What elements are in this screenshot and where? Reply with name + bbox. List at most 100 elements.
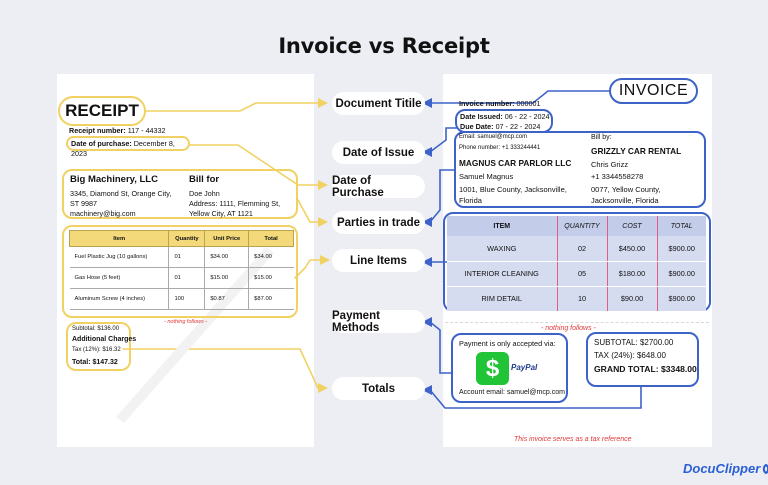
connector-receipt-items [294,259,321,279]
receipt-nothing-follows: - nothing follows - [164,319,208,325]
receipt-tax: Tax (12%): $16.32 [72,347,121,353]
receipt-number: Receipt number: 117 - 44332 [69,126,166,136]
table-cell: Aluminum Screw (4 inches) [69,288,169,310]
invoice-title: INVOICE [609,78,698,104]
table-row: Aluminum Screw (4 inches) 100 $0.87 $87.… [69,288,294,310]
receipt-seller-address: 3345, Diamond St, Orange City, ST 9987 [70,189,172,208]
paypal-logo: PayPal [511,363,538,372]
receipt-bill-for-label: Bill for [189,174,220,185]
table-cell: $15.00 [248,267,294,289]
connector-invoice-title [430,90,610,104]
invoice-number: Invoice number: 000001 [459,99,541,109]
page-title: Invoice vs Receipt [278,34,490,58]
table-cell: WAXING [447,236,557,262]
receipt-col-unit-price: Unit Price [204,230,250,247]
connector-invoice-totals [429,386,642,409]
receipt-seller-email: machinery@big.com [70,209,136,218]
invoice-due-date-label: Due Date: [460,122,494,131]
invoice-tax: TAX (24%): $648.00 [594,351,666,360]
receipt-date-value: December 8, 2023 [71,139,175,158]
invoice-dates-box: Date Issued: 06 - 22 - 2024 Due Date: 07… [455,109,553,133]
label-line-items: Line Items [332,249,425,272]
table-row: INTERIOR CLEANING 05 $180.00 $900.00 [447,261,706,287]
receipt-col-item: Item [68,230,170,247]
docuclipper-logo: DocuClipper [683,461,768,476]
invoice-nothing-follows: - nothing follows - [541,325,596,332]
connector-invoice-date [429,127,458,153]
table-row: RIM DETAIL 10 $90.00 $900.00 [447,286,706,312]
label-totals: Totals [332,377,425,400]
invoice-buyer-phone: +1 3344558278 [591,172,644,181]
label-date-of-purchase: Date of Purchase [332,175,425,199]
table-cell: $900.00 [656,286,706,312]
receipt-table: Item Quantity Unit Price Total Fuel Plas… [68,230,294,310]
label-payment-methods: Payment Methods [332,310,425,334]
receipt-col-total: Total [248,230,294,247]
invoice-buyer-address: 0077, Yellow County, Jacksonville, Flori… [591,185,661,205]
invoice-email: Email: samuel@mcp.com [459,134,528,140]
label-date-of-issue: Date of Issue [332,141,425,164]
table-cell: 01 [168,267,205,289]
clip-icon [760,462,768,475]
receipt-subtotal: Subtotal: $136.00 [72,326,120,332]
receipt-date-box: Date of purchase: December 8, 2023 [66,136,190,158]
receipt-number-label: Receipt number: [69,126,126,135]
connector-receipt-date [189,144,319,186]
invoice-table: ITEM QUANTITY COST TOTAL WAXING 02 $450.… [447,216,706,312]
invoice-tax-reference: This invoice serves as a tax reference [514,436,632,443]
receipt-date-label: Date of purchase: [71,139,132,148]
invoice-seller-contact: Samuel Magnus [459,172,514,181]
receipt-buyer-address: Address: 1111, Flemming St, Yellow City,… [189,199,281,218]
invoice-due-date-value: 07 - 22 - 2024 [495,122,541,131]
table-row: Fuel Plastic Jug (10 gallons) 01 $34.00 … [69,246,294,268]
connector-invoice-parties [429,169,456,223]
table-cell: INTERIOR CLEANING [447,261,557,287]
brand-name: DocuClipper [683,461,761,476]
invoice-parties-box [454,131,706,208]
table-cell: 10 [556,286,607,312]
receipt-seller-name: Big Machinery, LLC [70,174,158,185]
receipt-buyer-name: Doe John [189,189,220,198]
receipt-title: RECEIPT [58,96,146,126]
invoice-buyer-contact: Chris Grizz [591,160,629,169]
table-cell: $34.00 [204,246,249,268]
invoice-date-issued-value: 06 - 22 - 2024 [504,112,550,121]
invoice-col-quantity: QUANTITY [556,216,607,236]
receipt-line-items-box [62,225,298,318]
label-parties-in-trade: Parties in trade [332,211,425,234]
table-cell: 02 [556,236,607,262]
invoice-divider [445,322,709,323]
invoice-payment-box [451,333,568,403]
table-row: WAXING 02 $450.00 $900.00 [447,236,706,262]
invoice-seller-address: 1001, Blue County, Jacksonville, Florida [459,185,567,205]
invoice-buyer-name: GRIZZLY CAR RENTAL [591,146,682,156]
receipt-additional-charges: Additional Charges [72,336,137,343]
table-row: Gas Hose (5 feet) 01 $15.00 $15.00 [69,267,294,289]
invoice-number-label: Invoice number: [459,99,515,108]
invoice-line-items-box [443,212,711,312]
table-cell: 05 [556,261,607,287]
invoice-totals-box [586,332,699,387]
invoice-date-issued-label: Date Issued: [460,112,503,121]
invoice-col-item: ITEM [447,216,557,236]
connector-receipt-title [145,102,319,112]
table-cell: 01 [168,246,205,268]
table-cell: Gas Hose (5 feet) [69,267,169,289]
table-cell: $900.00 [656,261,706,287]
receipt-number-value: 117 - 44332 [127,126,166,135]
invoice-payment-text: Payment is only accepted via: [459,339,556,348]
receipt-total: Total: $147.32 [72,359,118,366]
receipt-totals-box [66,322,131,371]
invoice-number-value: 000001 [516,99,541,108]
table-cell: $90.00 [606,286,657,312]
invoice-subtotal: SUBTOTAL: $2700.00 [594,338,674,347]
table-cell: $15.00 [204,267,249,289]
invoice-col-total: TOTAL [656,216,706,236]
invoice-grand-total: GRAND TOTAL: $3348.00 [594,364,697,374]
invoice-bill-by-label: Bill by: [591,134,612,141]
receipt-parties-box [62,169,298,219]
table-cell: Fuel Plastic Jug (10 gallons) [69,246,169,268]
invoice-seller-name: MAGNUS CAR PARLOR LLC [459,158,572,168]
invoice-account-email: Account email: samuel@mcp.com [459,389,565,396]
